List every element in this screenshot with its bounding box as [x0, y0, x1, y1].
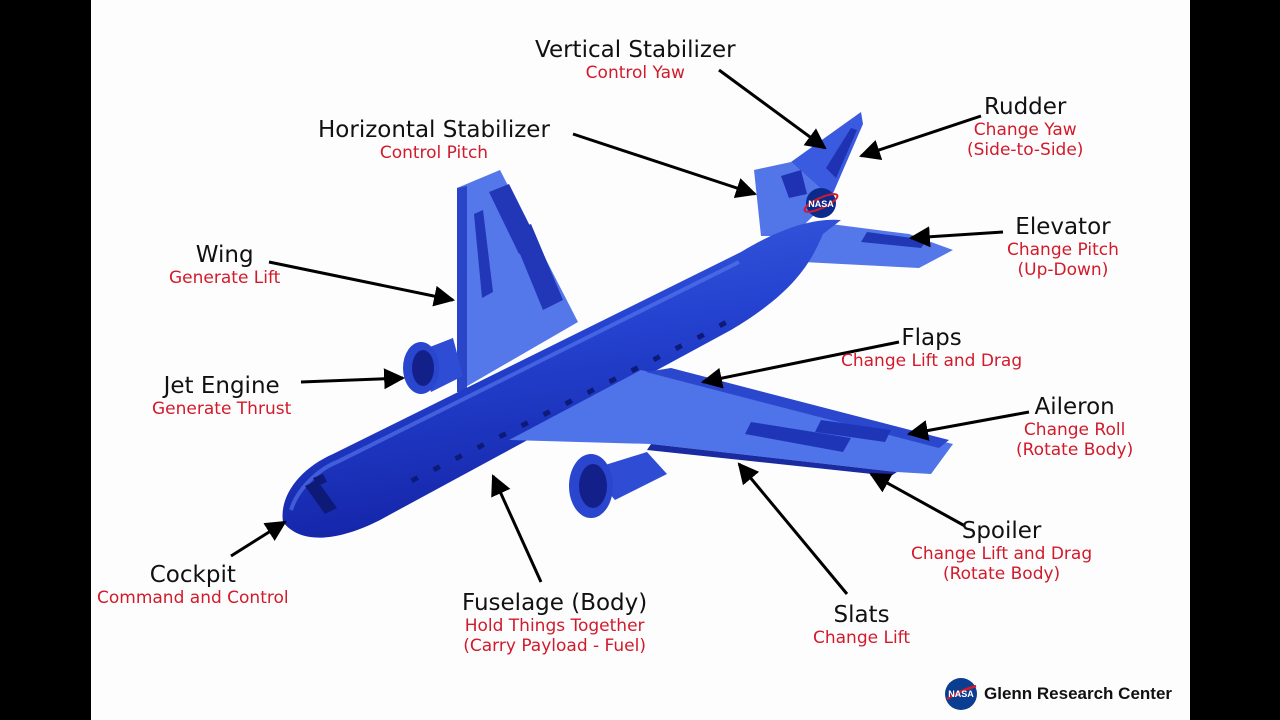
label-wing: Wing Generate Lift [169, 242, 281, 289]
label-rudder: Rudder Change Yaw (Side-to-Side) [967, 94, 1084, 161]
label-subtitle: Generate Lift [169, 268, 281, 288]
label-jet-engine: Jet Engine Generate Thrust [152, 373, 292, 420]
arrow-rudder [859, 114, 982, 160]
label-cockpit: Cockpit Command and Control [97, 562, 289, 609]
arrow-jet-engine [300, 368, 406, 390]
label-subtitle: Command and Control [97, 588, 289, 608]
far-wing [457, 170, 578, 392]
tail-fin: NASA [754, 112, 863, 236]
label-slats: Slats Change Lift [813, 602, 911, 649]
fuselage-windows [410, 320, 727, 484]
label-title: Fuselage (Body) [462, 590, 648, 616]
label-subtitle: Control Pitch [379, 143, 489, 163]
label-subtitle: Change Lift and Drag [911, 544, 1093, 564]
label-subtitle: Change Roll [1023, 420, 1126, 440]
pointer-arrows [230, 68, 1030, 595]
label-subtitle: Change Yaw [973, 120, 1077, 140]
label-vertical-stabilizer: Vertical Stabilizer Control Yaw [535, 37, 736, 84]
label-subtitle: (Up-Down) [1017, 260, 1109, 280]
label-title: Rudder [984, 94, 1067, 120]
label-title: Jet Engine [163, 373, 280, 399]
label-title: Elevator [1015, 214, 1111, 240]
label-title: Vertical Stabilizer [535, 37, 736, 63]
label-title: Spoiler [961, 518, 1042, 544]
tail-nasa-logo-text: NASA [808, 199, 834, 209]
label-flaps: Flaps Change Lift and Drag [841, 325, 1023, 372]
label-horizontal-stabilizer: Horizontal Stabilizer Control Pitch [318, 117, 550, 164]
label-fuselage: Fuselage (Body) Hold Things Together (Ca… [462, 590, 648, 657]
label-title: Slats [833, 602, 890, 628]
label-subtitle: Change Pitch [1007, 240, 1119, 260]
footer-text: Glenn Research Center [984, 684, 1173, 703]
label-subtitle: Generate Thrust [152, 399, 292, 419]
airplane-illustration: NASA [230, 68, 1030, 595]
label-subtitle: Change Lift [813, 628, 911, 648]
label-title: Horizontal Stabilizer [318, 117, 550, 143]
arrow-slats [737, 462, 849, 595]
diagram-canvas: NASA [91, 0, 1190, 720]
near-wing [509, 368, 953, 476]
label-title: Flaps [901, 325, 962, 351]
label-subtitle: Control Yaw [585, 63, 685, 83]
near-engine [569, 452, 667, 518]
label-subtitle: Hold Things Together [464, 616, 645, 636]
far-engine [403, 338, 463, 394]
fuselage [282, 219, 842, 538]
label-aileron: Aileron Change Roll (Rotate Body) [1016, 394, 1134, 461]
arrow-aileron [906, 410, 1030, 441]
label-subtitle: (Carry Payload - Fuel) [463, 636, 646, 656]
label-subtitle: Change Lift and Drag [841, 351, 1023, 371]
arrow-wing [268, 260, 456, 307]
arrow-fuselage [491, 474, 543, 583]
arrow-horizontal-stabilizer [572, 132, 757, 199]
arrow-flaps [700, 340, 900, 389]
label-subtitle: (Rotate Body) [942, 564, 1061, 584]
nasa-logo-icon: NASA [945, 678, 977, 710]
arrow-vertical-stabilizer [718, 68, 827, 150]
arrow-elevator [908, 226, 1004, 248]
label-subtitle: (Rotate Body) [1016, 440, 1134, 460]
arrow-spoiler [869, 472, 966, 528]
label-spoiler: Spoiler Change Lift and Drag (Rotate Bod… [911, 518, 1093, 585]
footer-logo-text: NASA [948, 689, 974, 699]
arrow-cockpit [230, 520, 287, 558]
label-elevator: Elevator Change Pitch (Up-Down) [1007, 214, 1119, 281]
label-title: Aileron [1034, 394, 1115, 420]
label-subtitle: (Side-to-Side) [967, 140, 1084, 160]
label-title: Wing [195, 242, 254, 268]
label-title: Cockpit [149, 562, 236, 588]
footer-credit: NASA Glenn Research Center [944, 676, 1172, 712]
